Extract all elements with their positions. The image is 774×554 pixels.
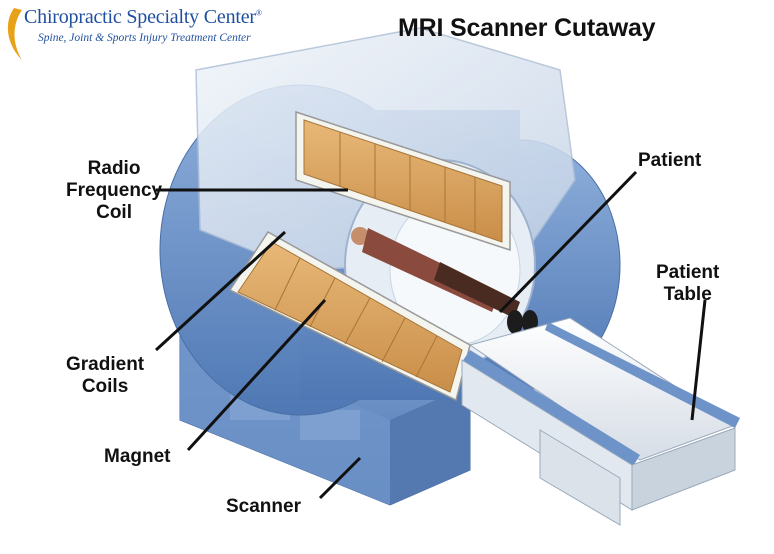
patient-figure xyxy=(351,227,538,334)
label-patient-table-line-2: Table xyxy=(663,284,712,305)
label-patient: Patient xyxy=(638,150,702,171)
diagram-title: MRI Scanner Cutaway xyxy=(398,14,656,42)
scanner-leader xyxy=(318,456,362,500)
label-magnet: Magnet xyxy=(104,446,171,467)
leader-lines xyxy=(154,170,707,500)
logo-name-text: Chiropractic Specialty Center xyxy=(24,6,256,28)
label-rf-coil: Radio Frequency Coil xyxy=(66,158,162,224)
label-gradient-coils: Gradient Coils xyxy=(66,354,144,398)
label-gradient-coils-line-2: Coils xyxy=(81,376,129,397)
gradient-coils-leader xyxy=(154,230,287,352)
logo-registered-mark: ® xyxy=(255,8,262,18)
magnet-leader xyxy=(186,298,327,452)
label-rf-coil-line-1: Radio xyxy=(87,158,141,179)
logo-swoosh-icon xyxy=(7,8,23,60)
label-patient-table: Patient Table xyxy=(656,262,719,306)
label-scanner: Scanner xyxy=(226,496,301,517)
clinic-logo: Chiropractic Specialty Center® Spine, Jo… xyxy=(4,4,262,68)
logo-name: Chiropractic Specialty Center® xyxy=(24,6,262,29)
logo-tagline: Spine, Joint & Sports Injury Treatment C… xyxy=(38,32,251,44)
label-rf-coil-line-2: Frequency xyxy=(66,180,163,201)
gradient-coils-panel xyxy=(228,231,471,402)
patient-table xyxy=(461,317,740,526)
rf-coil-panel xyxy=(295,110,511,252)
label-gradient-coils-line-1: Gradient xyxy=(66,354,145,375)
patient-leader xyxy=(498,170,638,314)
label-patient-table-line-1: Patient xyxy=(656,262,720,283)
label-rf-coil-line-3: Coil xyxy=(96,202,132,223)
patient-table-leader xyxy=(690,299,707,421)
